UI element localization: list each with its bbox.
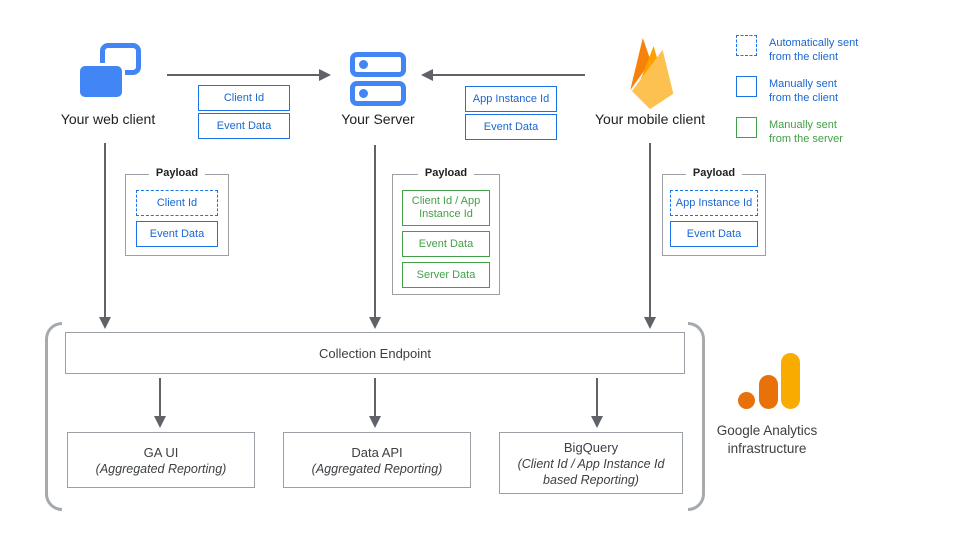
legend-item-auto-client: Automatically sent from the client [736,35,858,64]
data-api-subtitle: (Aggregated Reporting) [311,461,443,476]
arrow-web-to-server-head [319,69,331,81]
legend-label-line: Manually sent [769,78,837,90]
flow-web-event-data-box: Event Data [198,113,290,139]
arrow-endpoint-to-bigquery-line [596,378,598,418]
payload-title: Payload [148,167,206,179]
payload-item: Client Id / App Instance Id [402,190,490,226]
legend-item-manual-client: Manually sent from the client [736,76,838,105]
legend-swatch-solid-blue [736,76,757,97]
legend-label-line: Manually sent [769,119,837,131]
arrow-endpoint-to-dataapi-head [369,416,381,428]
payload-web: Payload Client Id Event Data [125,167,229,256]
web-client-icon [77,43,141,101]
web-client-label: Your web client [60,111,156,127]
legend-label-line: Automatically sent [769,37,859,49]
legend-label-line: from the client [769,51,839,63]
gaui-title: GA UI [143,444,179,460]
payload-item: Event Data [670,221,758,247]
collection-endpoint-label: Collection Endpoint [318,345,432,361]
payload-item: Client Id [136,190,218,216]
arrow-web-down-head [99,317,111,329]
arrow-endpoint-to-gaui-head [154,416,166,428]
payload-item: Server Data [402,262,490,288]
arrow-mobile-to-server-head [421,69,433,81]
payload-item: Event Data [136,221,218,247]
bigquery-title: BigQuery [563,439,619,455]
arrow-endpoint-to-gaui-line [159,378,161,418]
legend-item-manual-server: Manually sent from the server [736,117,843,146]
infrastructure-bracket-right [688,322,705,511]
arrow-endpoint-to-dataapi-line [374,378,376,418]
legend-swatch-solid-green [736,117,757,138]
flow-mobile-event-data-box: Event Data [465,114,557,140]
arrow-mobile-down-line [649,143,651,319]
gaui-subtitle: (Aggregated Reporting) [95,461,227,476]
infrastructure-caption: Google Analytics infrastructure [716,423,818,456]
arrow-server-down-head [369,317,381,329]
payload-server: Payload Client Id / App Instance Id Even… [392,167,500,295]
arrow-server-down-line [374,145,376,319]
legend-label-line: from the client [769,92,839,104]
arrow-endpoint-to-bigquery-head [591,416,603,428]
mobile-client-label: Your mobile client [595,111,705,127]
bigquery-subtitle: (Client Id / App Instance Id based Repor… [517,456,665,487]
arrow-mobile-down-head [644,317,656,329]
bigquery-box: BigQuery (Client Id / App Instance Id ba… [499,432,683,494]
firebase-icon [630,38,674,110]
payload-title: Payload [685,167,743,179]
arrow-web-to-server-line [167,74,319,76]
payload-item: App Instance Id [670,190,758,216]
payload-item: Event Data [402,231,490,257]
legend-swatch-dashed-blue [736,35,757,56]
payload-title: Payload [417,167,475,179]
flow-web-client-id-box: Client Id [198,85,290,111]
web-client-front-card [77,63,125,100]
collection-endpoint-box: Collection Endpoint [65,332,685,374]
server-icon [350,52,406,106]
arrow-mobile-to-server-line [433,74,585,76]
legend-label-line: from the server [769,133,843,145]
arrow-web-down-line [104,143,106,319]
data-api-box: Data API (Aggregated Reporting) [283,432,471,488]
google-analytics-icon [720,345,810,415]
infrastructure-bracket-left [45,322,62,511]
payload-mobile: Payload App Instance Id Event Data [662,167,766,256]
flow-mobile-app-instance-id-box: App Instance Id [465,86,557,112]
server-label: Your Server [341,111,415,127]
data-api-title: Data API [351,444,403,460]
gaui-box: GA UI (Aggregated Reporting) [67,432,255,488]
